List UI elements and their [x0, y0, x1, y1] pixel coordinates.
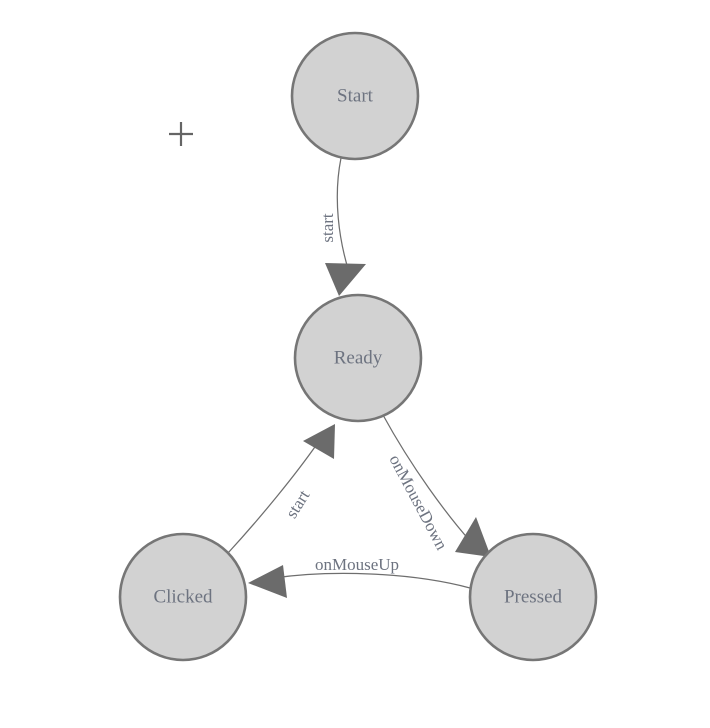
- edge-label-ready-to-pressed: onMouseDown: [385, 452, 451, 554]
- edge-label-start-to-ready: start: [318, 213, 337, 243]
- node-ready[interactable]: Ready: [293, 293, 423, 423]
- edge-label-clicked-to-ready: start: [282, 486, 314, 521]
- edge-arrowhead-clicked-to-ready: [303, 424, 335, 459]
- edge-path-ready-to-pressed[interactable]: [382, 414, 472, 543]
- node-pressed-circle[interactable]: [468, 532, 598, 662]
- node-start[interactable]: Start: [290, 31, 420, 161]
- node-clicked-label: Clicked: [153, 586, 213, 607]
- edge-arrowhead-pressed-to-clicked: [248, 565, 287, 598]
- node-ready-label: Ready: [334, 347, 383, 368]
- edge-path-pressed-to-clicked[interactable]: [273, 572, 471, 589]
- node-pressed[interactable]: Pressed: [468, 532, 598, 662]
- node-clicked-circle[interactable]: [118, 532, 248, 662]
- node-clicked[interactable]: Clicked: [118, 532, 248, 662]
- edge-label-pressed-to-clicked: onMouseUp: [315, 555, 399, 574]
- edge-path-clicked-to-ready[interactable]: [227, 443, 318, 554]
- node-start-circle[interactable]: [290, 31, 420, 161]
- edge-ready-to-pressed[interactable]: onMouseDown: [382, 414, 491, 557]
- nodes-layer: Start Ready Clicked Pressed: [118, 31, 598, 662]
- edge-arrowhead-start-to-ready: [325, 263, 366, 296]
- edge-path-start-to-ready[interactable]: [336, 157, 350, 273]
- node-start-label: Start: [337, 85, 374, 106]
- edge-clicked-to-ready[interactable]: start: [227, 424, 335, 554]
- node-pressed-label: Pressed: [504, 586, 563, 607]
- plus-crosshair-icon[interactable]: [169, 122, 193, 146]
- edge-arrowhead-ready-to-pressed: [455, 517, 491, 557]
- node-ready-circle[interactable]: [293, 293, 423, 423]
- edge-pressed-to-clicked[interactable]: onMouseUp: [248, 555, 471, 598]
- edge-start-to-ready[interactable]: start: [318, 157, 366, 296]
